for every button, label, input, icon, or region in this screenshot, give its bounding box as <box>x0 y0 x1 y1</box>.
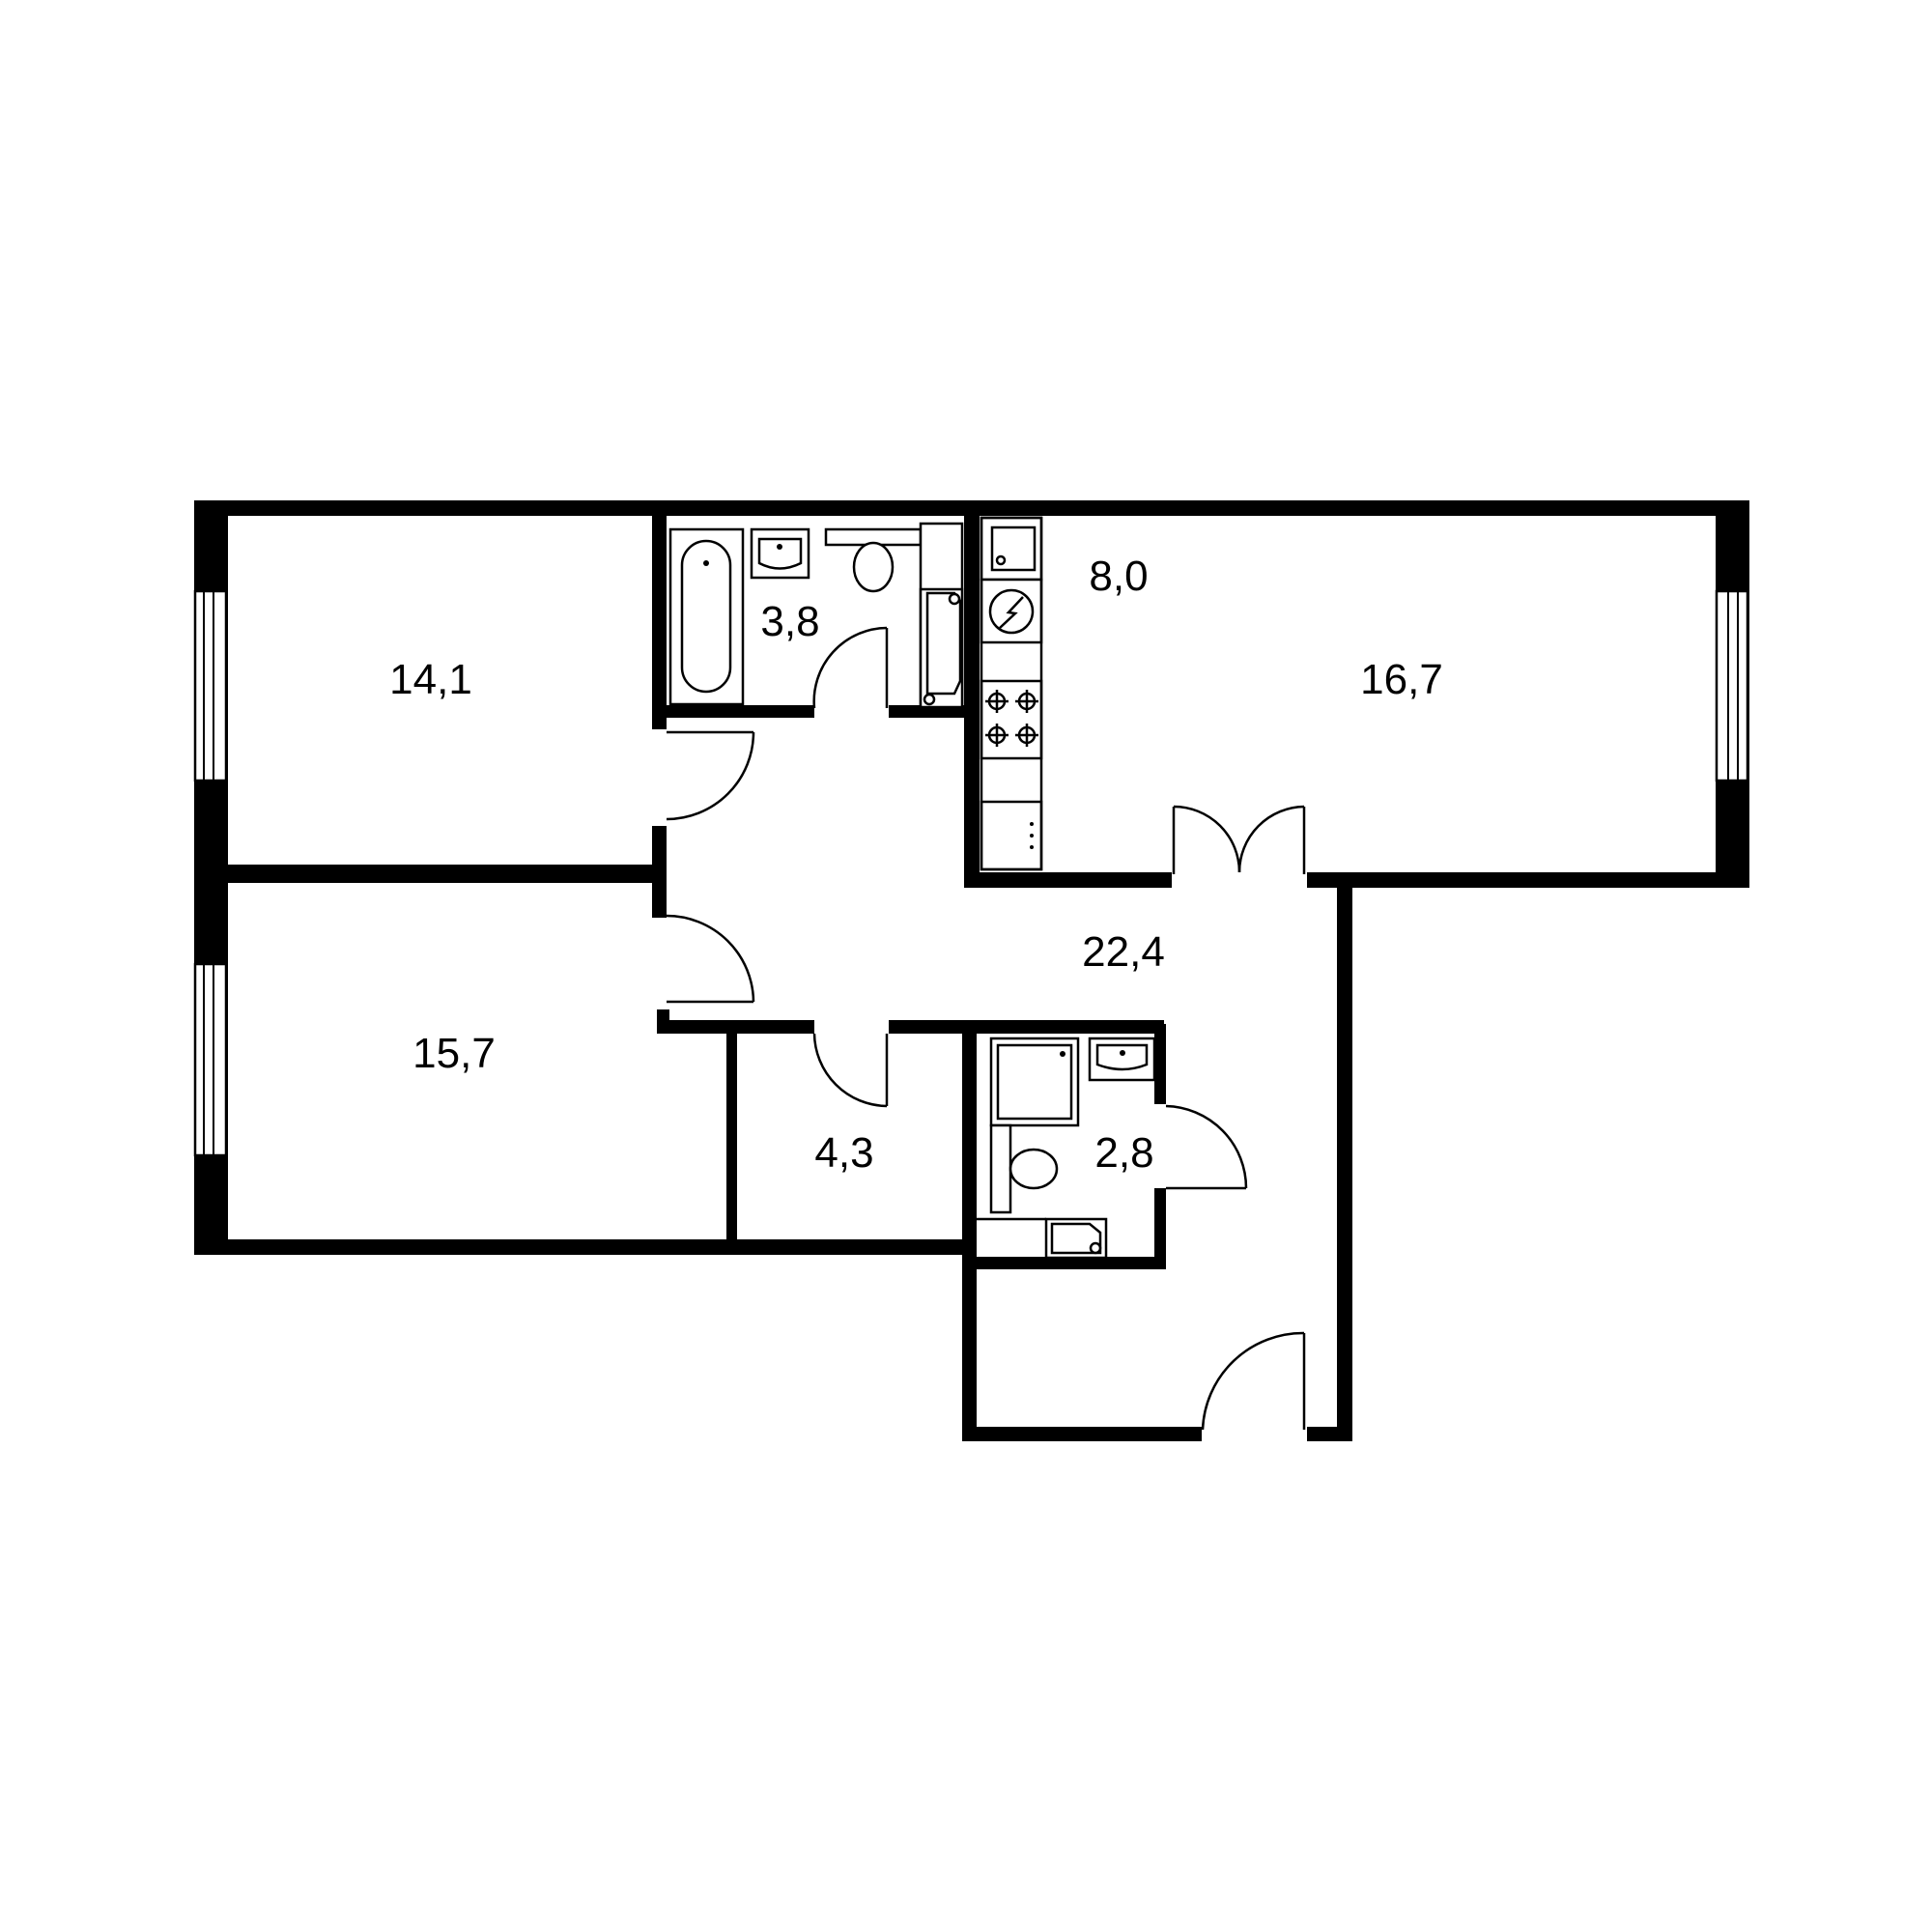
doors <box>666 626 1306 1431</box>
window-room-14-1 <box>193 589 228 782</box>
door-bathroom <box>812 626 889 709</box>
wall-hall-storage-b <box>889 1020 1164 1034</box>
wall-wc-bottom <box>971 1257 1166 1269</box>
washing-machine-icon <box>919 522 964 709</box>
bathtub-icon <box>668 527 745 706</box>
shower-icon <box>989 1037 1080 1127</box>
window-room-15-7 <box>193 962 228 1157</box>
area-bathroom-3-8: 3,8 <box>760 598 819 645</box>
fridge-icon <box>980 800 1043 871</box>
wall-entry-bottom-a <box>962 1427 1202 1441</box>
wall-14-15 <box>228 865 658 883</box>
sink-icon <box>980 516 1043 582</box>
stove-icon <box>980 679 1043 760</box>
washbasin-icon <box>750 527 810 580</box>
area-storage-4-3: 4,3 <box>814 1129 873 1177</box>
toilet-icon <box>824 527 923 593</box>
door-storage <box>812 1033 889 1108</box>
fixtures <box>668 516 1156 1260</box>
wall-hall-storage-a <box>657 1020 814 1034</box>
wall-entry-bottom-b <box>1307 1427 1352 1441</box>
area-hall-22-4: 22,4 <box>1082 928 1165 976</box>
area-room-15-7: 15,7 <box>412 1030 496 1077</box>
wall-room14-hall-a <box>652 512 667 729</box>
wall-bottom-left <box>194 1239 971 1255</box>
area-labels: 14,1 3,8 8,0 16,7 22,4 15,7 4,3 2,8 <box>389 553 1443 1177</box>
door-kitchen-double <box>1172 805 1306 874</box>
kitchen-counter <box>980 516 1043 871</box>
windows <box>193 589 1749 1157</box>
wall-wc-right-a <box>1154 1024 1166 1104</box>
door-wc <box>1165 1104 1248 1190</box>
wall-bath-bottom-a <box>663 705 814 718</box>
wall-wc-right-b <box>1154 1188 1166 1269</box>
window-room-16-7 <box>1715 589 1749 782</box>
wall-kitchen-bottom-a <box>964 872 1172 888</box>
area-wc-2-8: 2,8 <box>1094 1129 1153 1177</box>
area-room-14-1: 14,1 <box>389 656 472 703</box>
wall-room14-hall-b <box>652 826 667 918</box>
wc-toilet-icon <box>989 1123 1059 1214</box>
wall-room15-storage <box>726 1028 737 1244</box>
area-kitchen-8-0: 8,0 <box>1089 553 1148 600</box>
wall-hall-right <box>1337 872 1352 1441</box>
wall-storage-wc <box>962 1028 977 1441</box>
door-room-14-1 <box>666 730 755 821</box>
area-room-16-7: 16,7 <box>1360 656 1443 703</box>
door-entrance <box>1201 1331 1306 1431</box>
gas-meter-icon <box>980 578 1043 644</box>
door-room-15-7 <box>666 914 755 1004</box>
wc-washing-machine-icon <box>1044 1217 1108 1260</box>
wall-kitchen-bottom-b <box>1307 872 1749 888</box>
wall-top <box>194 500 1749 516</box>
walls <box>194 500 1749 1441</box>
wc-washbasin-icon <box>1088 1037 1156 1082</box>
wall-kitchen-left <box>964 512 980 888</box>
